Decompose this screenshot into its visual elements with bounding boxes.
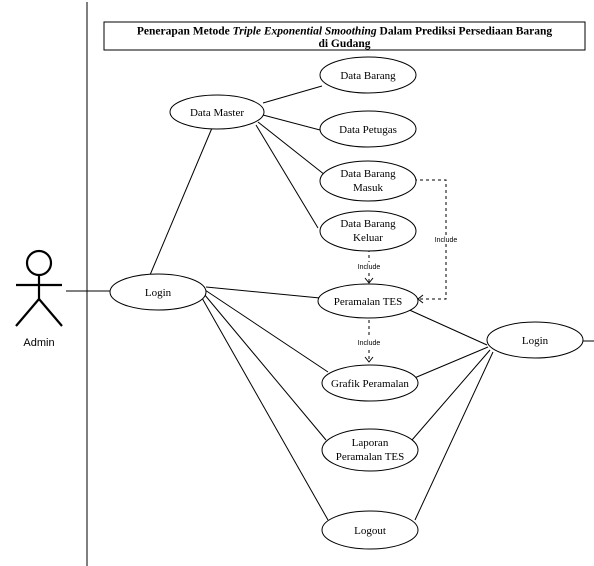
use-case-label-line-1: Data Barang xyxy=(340,168,396,180)
use-case-label: Logout xyxy=(354,525,386,537)
use-case-login-right[interactable]: Login xyxy=(486,321,584,359)
use-case-label-line-1: Laporan xyxy=(352,437,389,449)
use-case-label-line-2: Keluar xyxy=(353,232,383,244)
actor-leg-left xyxy=(15,298,40,327)
admin-label: Admin xyxy=(23,337,54,349)
use-case-label-line-1: Data Barang xyxy=(340,218,396,230)
use-case-label: Data Barang xyxy=(340,70,396,82)
use-case-data-barang-keluar[interactable]: Data Barang Keluar xyxy=(319,210,417,252)
actor-leg-right xyxy=(38,298,63,327)
assoc-dm-databarang xyxy=(262,85,323,104)
assoc-logout-loginright xyxy=(414,351,494,521)
use-case-logout[interactable]: Logout xyxy=(321,510,419,550)
use-case-label-line-2: Peramalan TES xyxy=(336,451,405,463)
assoc-login-logout xyxy=(201,297,329,521)
use-case-label: Login xyxy=(522,335,549,347)
arrowhead-grafik-top xyxy=(364,356,374,363)
assoc-laporan-loginright xyxy=(411,349,491,441)
admin-actor[interactable] xyxy=(15,249,63,327)
include-label-1: Include xyxy=(358,264,381,271)
include-label-2: Include xyxy=(358,340,381,347)
include-label-3: Include xyxy=(435,237,458,244)
assoc-login-laporan xyxy=(203,293,327,441)
use-case-grafik-peramalan[interactable]: Grafik Peramalan xyxy=(321,364,419,402)
use-case-label: Data Master xyxy=(190,107,244,119)
assoc-dm-keluar xyxy=(255,124,319,229)
actor-head xyxy=(25,249,53,277)
assoc-login-datamaster xyxy=(149,127,213,276)
assoc-grafik-loginright xyxy=(411,346,489,380)
assoc-dm-datapetugas xyxy=(262,114,321,131)
use-case-label-line-2: Masuk xyxy=(353,182,383,194)
use-case-laporan-peramalan-tes[interactable]: Laporan Peramalan TES xyxy=(321,428,419,472)
use-case-label: Data Petugas xyxy=(339,124,397,136)
title-box xyxy=(103,21,586,51)
title-line-2: di Gudang xyxy=(318,38,370,50)
use-case-data-petugas[interactable]: Data Petugas xyxy=(319,110,417,148)
title-line-1: Penerapan Metode Triple Exponential Smoo… xyxy=(137,26,553,38)
use-case-data-barang[interactable]: Data Barang xyxy=(319,56,417,94)
title-italic: Triple Exponential Smoothing xyxy=(233,26,377,38)
include-label-bg-2 xyxy=(355,338,383,347)
use-case-data-master[interactable]: Data Master xyxy=(169,94,265,130)
assoc-login-peramalan xyxy=(205,286,321,299)
use-case-label: Grafik Peramalan xyxy=(331,378,409,390)
assoc-dm-masuk xyxy=(257,121,326,176)
use-case-label: Login xyxy=(145,287,172,299)
include-label-bg-3 xyxy=(432,235,460,244)
use-case-peramalan-tes[interactable]: Peramalan TES xyxy=(317,283,419,319)
assoc-peramalan-loginright xyxy=(404,307,488,346)
include-label-bg-1 xyxy=(355,262,383,271)
use-case-login-left[interactable]: Login xyxy=(109,273,207,311)
use-case-label: Peramalan TES xyxy=(334,296,403,308)
arrowhead-peramalan-top xyxy=(364,277,374,284)
associations xyxy=(66,85,594,521)
title-suffix: Dalam Prediksi Persediaan Barang xyxy=(377,26,553,38)
assoc-login-grafik xyxy=(204,289,329,373)
title-prefix: Penerapan Metode xyxy=(137,26,233,38)
use-case-data-barang-masuk[interactable]: Data Barang Masuk xyxy=(319,160,417,202)
